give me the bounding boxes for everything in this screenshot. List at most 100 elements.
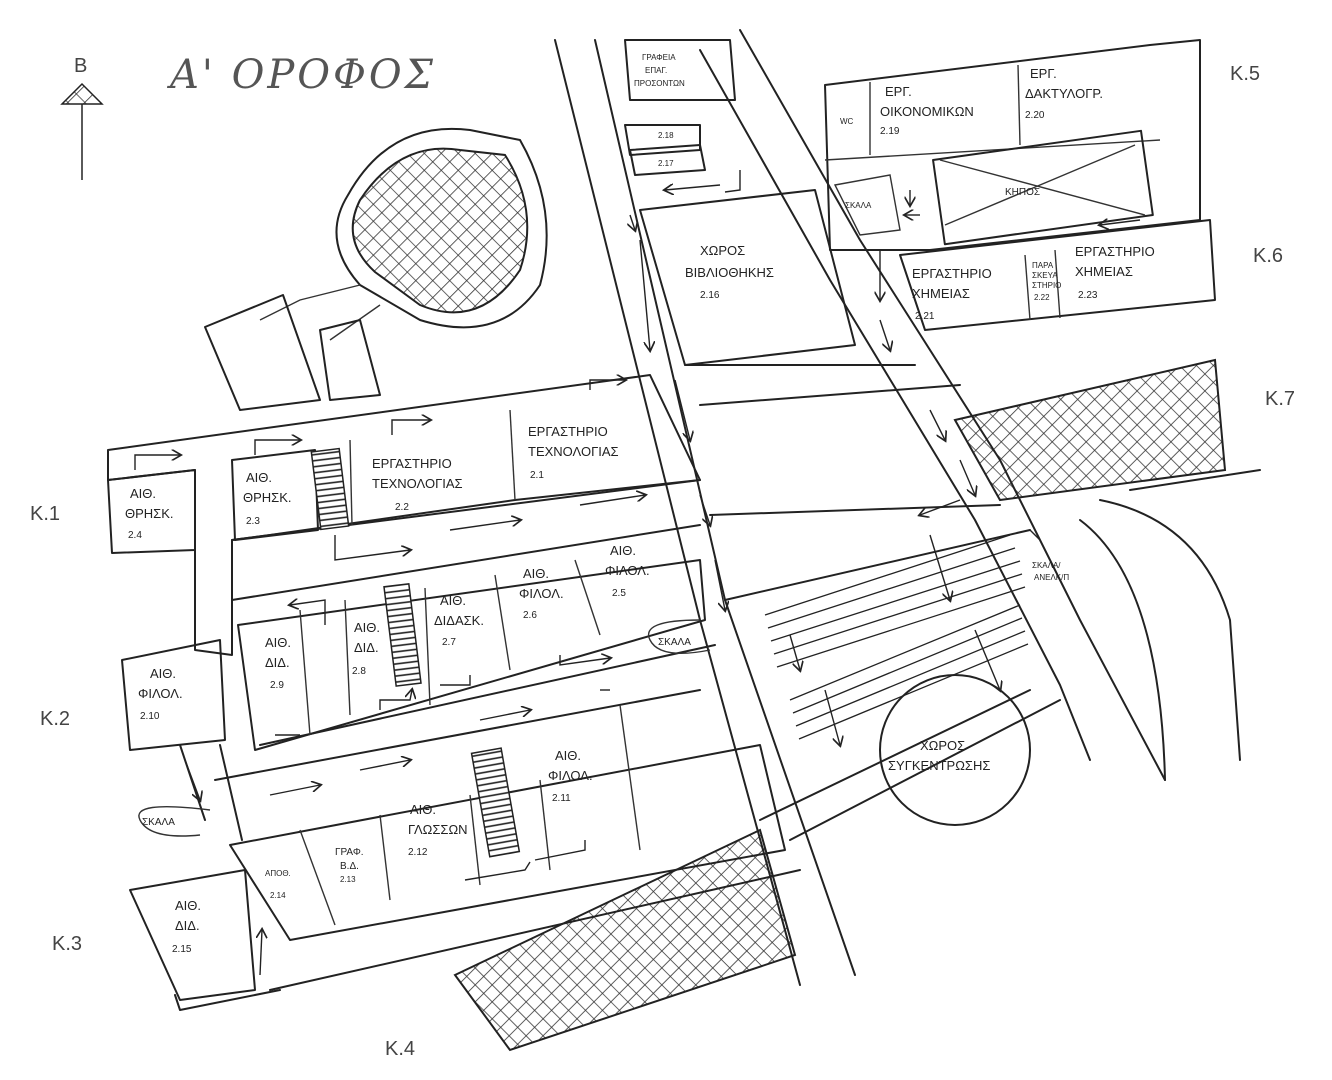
- svg-text:ΕΡΓΑΣΤΗΡΙΟ: ΕΡΓΑΣΤΗΡΙΟ: [528, 424, 608, 439]
- svg-text:ΑΝΕΛΚ/Π: ΑΝΕΛΚ/Π: [1034, 573, 1069, 582]
- svg-text:2.3: 2.3: [246, 516, 260, 527]
- room-2-17: 2.17: [658, 159, 674, 168]
- svg-text:ΘΡΗΣΚ.: ΘΡΗΣΚ.: [243, 490, 292, 505]
- svg-text:2.1: 2.1: [530, 470, 544, 481]
- floor-title: Α' ΟΡΟΦΟΣ: [166, 52, 436, 98]
- svg-text:ΦΙΛΟΛ.: ΦΙΛΟΛ.: [605, 563, 650, 578]
- stair-elevator: ΣΚΑΛΑ/ ΑΝΕΛΚ/Π: [1032, 561, 1069, 582]
- room-2-8: ΑΙΘ. ΔΙΔ. 2.8: [352, 620, 380, 677]
- svg-text:ΦΙΛΟΛ.: ΦΙΛΟΛ.: [138, 686, 183, 701]
- svg-text:ΕΡΓΑΣΤΗΡΙΟ: ΕΡΓΑΣΤΗΡΙΟ: [912, 266, 992, 281]
- svg-text:ΕΡΓ.: ΕΡΓ.: [885, 84, 912, 99]
- garden-label: ΚΗΠΟΣ: [1005, 187, 1040, 198]
- svg-text:ΧΩΡΟΣ: ΧΩΡΟΣ: [700, 243, 745, 258]
- svg-text:2.20: 2.20: [1025, 110, 1045, 121]
- svg-text:ΣΚΑΛΑ/: ΣΚΑΛΑ/: [1032, 561, 1061, 570]
- svg-text:Β: Β: [74, 55, 87, 77]
- svg-text:ΤΕΧΝΟΛΟΓΙΑΣ: ΤΕΧΝΟΛΟΓΙΑΣ: [528, 444, 619, 459]
- svg-text:2.11: 2.11: [552, 793, 571, 804]
- svg-text:ΑΙΘ.: ΑΙΘ.: [410, 802, 436, 817]
- svg-text:Β.Δ.: Β.Δ.: [340, 861, 359, 872]
- room-2-16: ΧΩΡΟΣ ΒΙΒΛΙΟΘΗΚΗΣ 2.16: [685, 243, 774, 301]
- stair-center: ΣΚΑΛΑ: [658, 637, 691, 648]
- svg-text:2.14: 2.14: [270, 891, 286, 900]
- svg-text:ΓΡΑΦΕΙΑ: ΓΡΑΦΕΙΑ: [642, 53, 676, 62]
- svg-text:ΔΙΔ.: ΔΙΔ.: [265, 655, 290, 670]
- svg-text:ΑΠΟΘ.: ΑΠΟΘ.: [265, 869, 291, 878]
- zone-k1: Κ.1: [30, 503, 60, 525]
- svg-text:2.9: 2.9: [270, 680, 284, 691]
- svg-text:ΔΑΚΤΥΛΟΓΡ.: ΔΑΚΤΥΛΟΓΡ.: [1025, 86, 1103, 101]
- room-2-10: ΑΙΘ. ΦΙΛΟΛ. 2.10: [138, 666, 183, 722]
- room-2-7: ΑΙΘ. ΔΙΔΑΣΚ. 2.7: [434, 593, 484, 648]
- room-2-21: ΕΡΓΑΣΤΗΡΙΟ ΧΗΜΕΙΑΣ 2.21: [912, 266, 992, 322]
- room-2-19: ΕΡΓ. ΟΙΚΟΝΟΜΙΚΩΝ 2.19: [880, 84, 974, 137]
- svg-text:ΕΠΑΓ.: ΕΠΑΓ.: [645, 66, 667, 75]
- svg-text:ΑΙΘ.: ΑΙΘ.: [354, 620, 380, 635]
- svg-text:2.16: 2.16: [700, 290, 720, 301]
- svg-text:ΑΙΘ.: ΑΙΘ.: [175, 898, 201, 913]
- room-2-14: ΑΠΟΘ. 2.14: [265, 869, 291, 900]
- svg-text:ΑΙΘ.: ΑΙΘ.: [440, 593, 466, 608]
- stair-west: ΣΚΑΛΑ: [142, 817, 175, 828]
- svg-text:ΑΙΘ.: ΑΙΘ.: [265, 635, 291, 650]
- svg-text:ΧΗΜΕΙΑΣ: ΧΗΜΕΙΑΣ: [912, 286, 970, 301]
- svg-text:ΑΙΘ.: ΑΙΘ.: [555, 748, 581, 763]
- svg-text:ΔΙΔ.: ΔΙΔ.: [175, 918, 200, 933]
- gathering-area-label: ΧΩΡΟΣ ΣΥΓΚΕΝΤΡΩΣΗΣ: [888, 738, 990, 773]
- room-2-5: ΑΙΘ. ΦΙΛΟΛ. 2.5: [605, 543, 650, 599]
- svg-text:ΓΡΑΦ.: ΓΡΑΦ.: [335, 847, 364, 858]
- svg-text:ΣΚΕΥΑ: ΣΚΕΥΑ: [1032, 271, 1058, 280]
- svg-text:ΧΗΜΕΙΑΣ: ΧΗΜΕΙΑΣ: [1075, 264, 1133, 279]
- svg-text:2.7: 2.7: [442, 637, 456, 648]
- room-2-13: ΓΡΑΦ. Β.Δ. 2.13: [335, 847, 364, 884]
- zone-k6: Κ.6: [1253, 245, 1283, 267]
- stair-ne: ΣΚΑΛΑ: [845, 201, 872, 210]
- zone-k3: Κ.3: [52, 933, 82, 955]
- gathering-area-circle: [879, 674, 1031, 826]
- svg-text:2.6: 2.6: [523, 610, 537, 621]
- zone-k5: Κ.5: [1230, 63, 1260, 85]
- svg-text:ΣΥΓΚΕΝΤΡΩΣΗΣ: ΣΥΓΚΕΝΤΡΩΣΗΣ: [888, 758, 990, 773]
- svg-text:ΕΡΓ.: ΕΡΓ.: [1030, 66, 1057, 81]
- svg-text:2.12: 2.12: [408, 847, 428, 858]
- room-2-9: ΑΙΘ. ΔΙΔ. 2.9: [265, 635, 291, 691]
- room-wc: WC: [840, 117, 854, 126]
- room-2-1: ΕΡΓΑΣΤΗΡΙΟ ΤΕΧΝΟΛΟΓΙΑΣ 2.1: [528, 424, 619, 481]
- svg-text:2.23: 2.23: [1078, 290, 1098, 301]
- room-2-22: ΠΑΡΑ ΣΚΕΥΑ ΣΤΗΡΙΟ 2.22: [1032, 261, 1061, 302]
- svg-text:ΦΙΛΟΛ.: ΦΙΛΟΛ.: [519, 586, 564, 601]
- svg-text:2.10: 2.10: [140, 711, 160, 722]
- room-offices: ΓΡΑΦΕΙΑ ΕΠΑΓ. ΠΡΟΣΟΝΤΩΝ: [634, 53, 685, 88]
- room-2-18: 2.18: [658, 131, 674, 140]
- room-2-3: ΑΙΘ. ΘΡΗΣΚ. 2.3: [243, 470, 292, 527]
- svg-text:ΠΡΟΣΟΝΤΩΝ: ΠΡΟΣΟΝΤΩΝ: [634, 79, 685, 88]
- hatched-area-k7: [953, 358, 1227, 502]
- svg-text:ΒΙΒΛΙΟΘΗΚΗΣ: ΒΙΒΛΙΟΘΗΚΗΣ: [685, 265, 774, 280]
- svg-text:ΤΕΧΝΟΛΟΓΙΑΣ: ΤΕΧΝΟΛΟΓΙΑΣ: [372, 476, 463, 491]
- svg-text:2.22: 2.22: [1034, 293, 1050, 302]
- svg-text:2.5: 2.5: [612, 588, 626, 599]
- svg-text:2.2: 2.2: [395, 502, 409, 513]
- svg-text:ΕΡΓΑΣΤΗΡΙΟ: ΕΡΓΑΣΤΗΡΙΟ: [1075, 244, 1155, 259]
- zone-k4: Κ.4: [385, 1038, 415, 1060]
- svg-text:ΣΤΗΡΙΟ: ΣΤΗΡΙΟ: [1032, 281, 1061, 290]
- svg-text:ΔΙΔ.: ΔΙΔ.: [354, 640, 379, 655]
- svg-text:ΧΩΡΟΣ: ΧΩΡΟΣ: [920, 738, 965, 753]
- room-2-6: ΑΙΘ. ΦΙΛΟΛ. 2.6: [519, 566, 564, 621]
- room-2-4: ΑΙΘ. ΘΡΗΣΚ. 2.4: [125, 486, 174, 541]
- room-2-23: ΕΡΓΑΣΤΗΡΙΟ ΧΗΜΕΙΑΣ 2.23: [1075, 244, 1155, 301]
- room-2-15: ΑΙΘ. ΔΙΔ. 2.15: [172, 898, 201, 955]
- zone-k2: Κ.2: [40, 708, 70, 730]
- room-2-20: ΕΡΓ. ΔΑΚΤΥΛΟΓΡ. 2.20: [1025, 66, 1103, 121]
- svg-text:2.15: 2.15: [172, 944, 192, 955]
- svg-text:2.4: 2.4: [128, 530, 142, 541]
- hatched-area-k4: [453, 828, 797, 1052]
- svg-text:ΔΙΔΑΣΚ.: ΔΙΔΑΣΚ.: [434, 613, 484, 628]
- hatched-courtyard-top: [351, 147, 529, 314]
- svg-text:ΓΛΩΣΣΩΝ: ΓΛΩΣΣΩΝ: [408, 822, 468, 837]
- room-2-11: ΑΙΘ. ΦΙΛΟΛ. 2.11: [548, 748, 593, 804]
- svg-text:2.21: 2.21: [915, 311, 935, 322]
- svg-text:2.13: 2.13: [340, 875, 356, 884]
